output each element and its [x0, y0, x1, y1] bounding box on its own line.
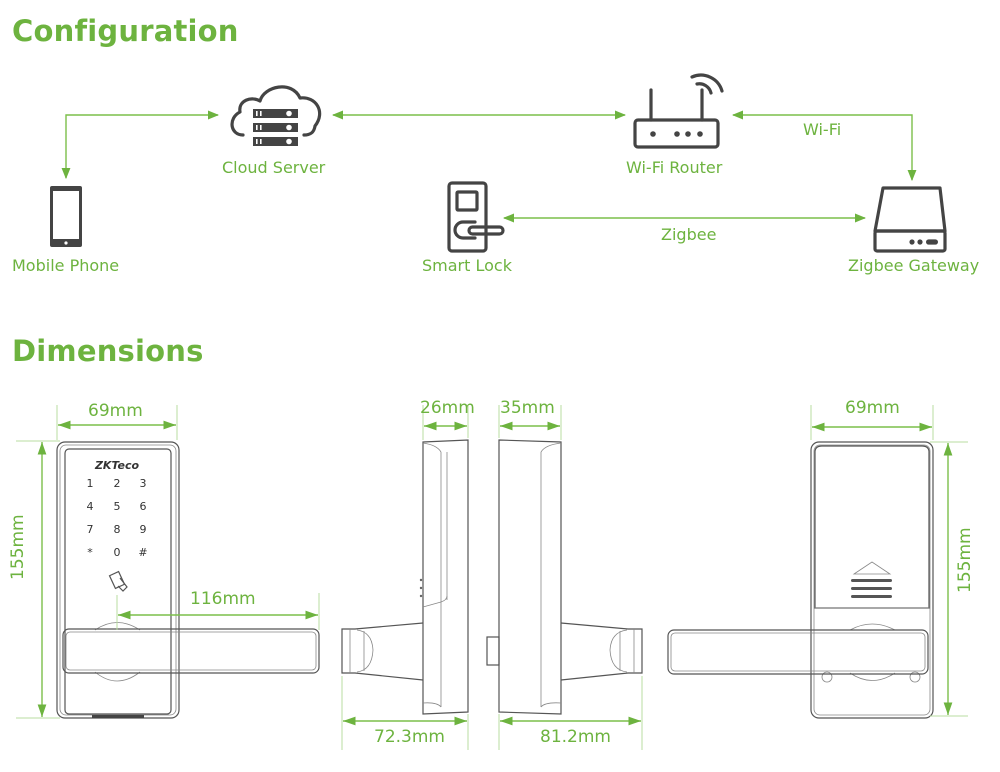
gateway-icon: [873, 186, 947, 253]
keypad-key: 3: [140, 477, 147, 490]
back-height-label: 155mm: [955, 527, 975, 593]
back-view: [667, 441, 934, 719]
smartphone-icon: [50, 186, 82, 247]
configuration-heading: Configuration: [12, 14, 239, 48]
keypad-key: 2: [114, 477, 121, 490]
keypad-key: 8: [114, 523, 121, 536]
keypad-key: 4: [87, 500, 94, 513]
front-height-label: 155mm: [8, 514, 28, 580]
front-view: [56, 441, 320, 719]
keypad-key: 6: [140, 500, 147, 513]
wifi-router-icon: [633, 73, 724, 149]
side-view-front: [341, 439, 469, 715]
cloud-server-label: Cloud Server: [222, 158, 326, 177]
wifi-router-label: Wi-Fi Router: [626, 158, 723, 177]
keypad-key: 9: [140, 523, 147, 536]
front-depth-label: 72.3mm: [374, 727, 445, 747]
zigbee-gateway-label: Zigbee Gateway: [848, 256, 980, 275]
back-thickness-label: 35mm: [500, 398, 555, 418]
link-router-gateway: [731, 110, 917, 182]
keypad: 1 2 3 4 5 6 7 8 9 * 0 #: [87, 477, 148, 559]
smart-lock-label: Smart Lock: [422, 256, 512, 275]
keypad-key: 0: [114, 546, 121, 559]
mobile-phone-label: Mobile Phone: [12, 256, 120, 275]
wifi-link-label: Wi-Fi: [803, 120, 842, 139]
front-thickness-label: 26mm: [420, 398, 475, 418]
dimensions-heading: Dimensions: [12, 334, 204, 368]
brand-logo: ZKTeco: [94, 459, 140, 472]
keypad-key: 5: [114, 500, 121, 513]
zigbee-link-label: Zigbee: [661, 225, 717, 244]
back-width-label: 69mm: [845, 398, 900, 418]
keypad-key: 1: [87, 477, 94, 490]
configuration-diagram: [50, 73, 947, 253]
keypad-key: *: [87, 546, 93, 559]
rfid-card-icon: [108, 570, 128, 592]
keypad-key: #: [138, 546, 147, 559]
handle-length-label: 116mm: [190, 589, 256, 609]
link-phone-cloud: [61, 110, 220, 180]
cloud-server-icon: [230, 85, 322, 146]
side-view-back: [486, 439, 643, 715]
smart-lock-icon: [447, 181, 505, 253]
front-width-label: 69mm: [88, 401, 143, 421]
keypad-key: 7: [87, 523, 94, 536]
back-depth-label: 81.2mm: [540, 727, 611, 747]
